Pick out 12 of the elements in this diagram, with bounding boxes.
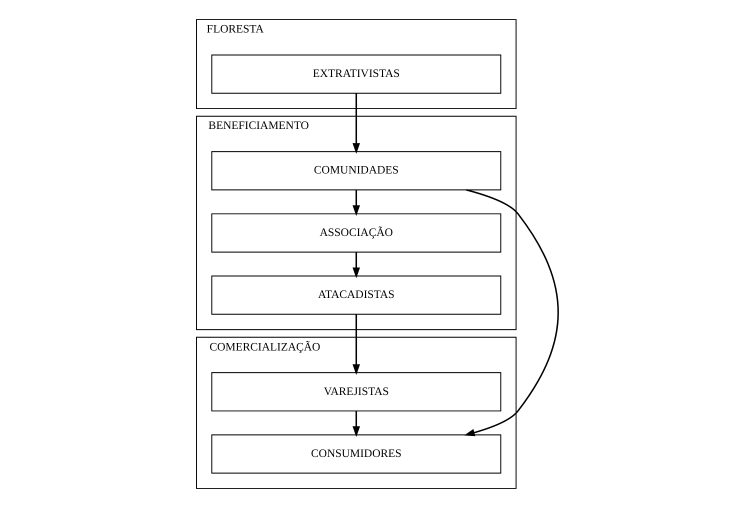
node-box: ATACADISTAS	[210, 276, 501, 315]
arrow	[352, 314, 360, 375]
node-box: COMUNIDADES	[210, 151, 501, 190]
arrow	[352, 252, 360, 278]
node-box: ASSOCIAÇÃO	[210, 213, 501, 253]
arrow	[352, 93, 360, 154]
node-box: VAREJISTAS	[210, 372, 501, 412]
arrow	[352, 190, 360, 216]
node-box: CONSUMIDORES	[210, 434, 501, 474]
arrow	[352, 411, 360, 438]
node-box: EXTRATIVISTAS	[210, 54, 501, 94]
arrow	[464, 189, 558, 436]
